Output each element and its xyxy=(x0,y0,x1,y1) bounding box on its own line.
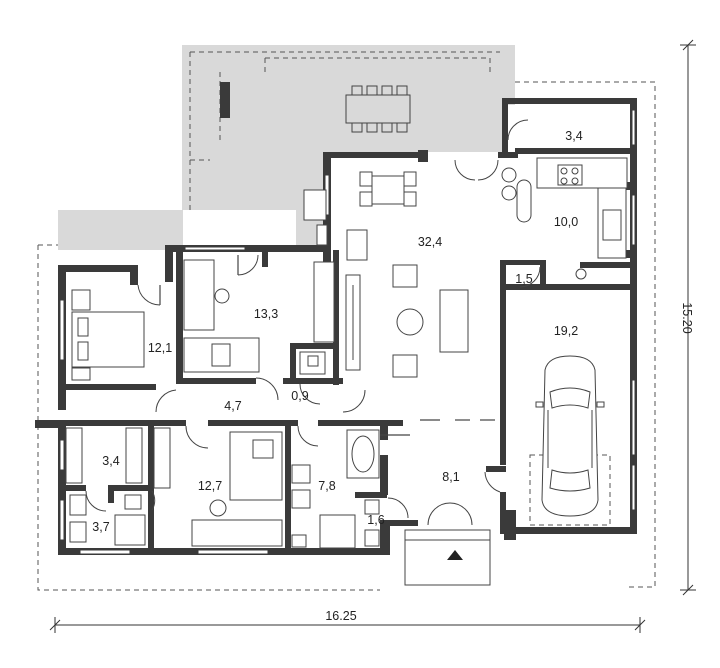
dimension-depth xyxy=(680,39,696,596)
terrace-grill xyxy=(220,82,230,118)
doors xyxy=(85,119,541,526)
bathroom-1-fixtures xyxy=(69,494,146,546)
room-label-living: 32,4 xyxy=(418,235,442,249)
dimension-width xyxy=(49,617,646,633)
terrace xyxy=(58,45,515,250)
bedroom-1-furniture xyxy=(71,289,145,381)
wc-entry-fixtures xyxy=(364,499,380,547)
room-label-garage: 19,2 xyxy=(554,324,578,338)
room-label-bathroom-1: 3,7 xyxy=(92,520,109,534)
room-label-garage-storage: 3,4 xyxy=(565,129,582,143)
room-label-hallway: 4,7 xyxy=(224,399,241,413)
room-label-bedroom-3: 12,7 xyxy=(198,479,222,493)
kitchen-fixtures xyxy=(501,157,628,280)
entrance-arrow-icon xyxy=(447,550,463,560)
dimension-width-label: 16.25 xyxy=(325,609,356,623)
room-label-wc-small: 0,9 xyxy=(291,389,308,403)
room-label-wc-entry: 1,6 xyxy=(367,513,384,527)
windows xyxy=(59,109,636,555)
wc-small-fixtures xyxy=(299,351,326,375)
dining-set xyxy=(359,171,417,207)
bathroom-2-fixtures xyxy=(291,429,380,549)
room-label-bedroom-1: 12,1 xyxy=(148,341,172,355)
dimension-depth-label: 15.20 xyxy=(680,302,694,333)
room-label-bathroom-2: 7,8 xyxy=(318,479,335,493)
room-labels: 3,4 10,0 32,4 1,5 19,2 12,1 13,3 4,7 0,9… xyxy=(92,129,582,534)
room-label-wardrobe: 3,4 xyxy=(102,454,119,468)
room-label-bedroom-2: 13,3 xyxy=(254,307,278,321)
car xyxy=(535,355,605,517)
entrance-steps xyxy=(404,529,491,586)
terrace-table xyxy=(345,85,411,133)
wardrobes xyxy=(65,427,171,489)
room-label-entry-hall: 8,1 xyxy=(442,470,459,484)
living-furniture xyxy=(303,189,469,378)
bedroom-2-furniture xyxy=(183,259,335,373)
room-label-pantry: 1,5 xyxy=(515,272,532,286)
room-label-kitchen: 10,0 xyxy=(554,215,578,229)
kitchen-fan-icon xyxy=(575,268,587,280)
bedroom-3-furniture xyxy=(191,431,283,547)
